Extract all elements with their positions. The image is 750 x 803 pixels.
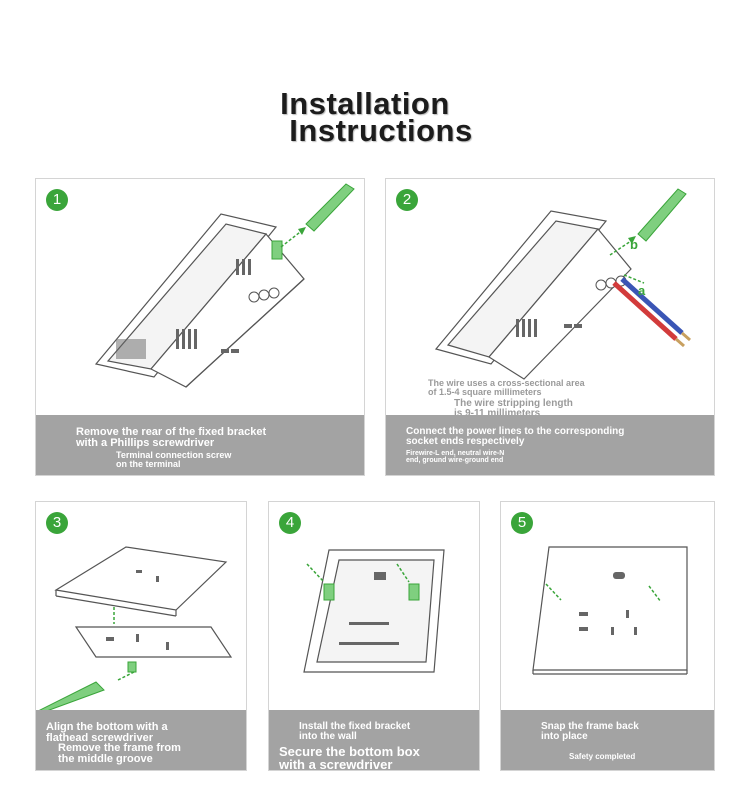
step-4-caption-sub: Secure the bottom box with a screwdriver bbox=[279, 744, 420, 772]
step-1-caption-sub: Terminal connection screw on the termina… bbox=[116, 450, 232, 469]
step-1-badge: 1 bbox=[46, 189, 68, 211]
title-line-2: Instructions bbox=[289, 113, 473, 148]
step-5-caption: Snap the frame back into place Safety co… bbox=[501, 710, 714, 770]
step-2-caption: Connect the power lines to the correspon… bbox=[386, 415, 714, 475]
step-3-caption-sub: Remove the frame from the middle groove bbox=[58, 742, 181, 765]
step-3-illustration bbox=[36, 546, 233, 712]
step-2-caption-sub: Firewire-L end, neutral wire-N end, grou… bbox=[406, 450, 505, 464]
label-b: b bbox=[630, 237, 638, 252]
step-5-caption-main: Snap the frame back into place bbox=[541, 721, 639, 742]
step-5-illustration bbox=[532, 546, 688, 675]
step-1-illustration bbox=[94, 183, 355, 388]
step-3-caption: Align the bottom with a flathead screwdr… bbox=[36, 710, 246, 770]
label-a: a bbox=[638, 283, 646, 298]
step-4-illustration bbox=[303, 549, 445, 673]
wire-strip-note: The wire stripping length is 9-11 millim… bbox=[454, 398, 573, 419]
step-1-caption: Remove the rear of the fixed bracket wit… bbox=[36, 415, 364, 475]
step-4-badge: 4 bbox=[279, 512, 301, 534]
step-3-card: 3 Align the bottom with a flathead screw… bbox=[35, 501, 247, 771]
title-line-1: Installation bbox=[280, 86, 450, 121]
step-2-card: 2 a b The wire uses a cross-sectional ar… bbox=[385, 178, 715, 476]
step-5-caption-sub: Safety completed bbox=[569, 752, 636, 761]
step-2-illustration bbox=[434, 188, 691, 380]
step-3-caption-main: Align the bottom with a flathead screwdr… bbox=[46, 721, 168, 744]
step-3-badge: 3 bbox=[46, 512, 68, 534]
step-2-badge: 2 bbox=[396, 189, 418, 211]
step-5-badge: 5 bbox=[511, 512, 533, 534]
step-5-card: 5 Snap the frame back into place Safety … bbox=[500, 501, 715, 771]
step-1-card: 1 Remove the rear of the fixed bracket w… bbox=[35, 178, 365, 476]
step-4-caption-main: Install the fixed bracket into the wall bbox=[299, 721, 411, 742]
step-1-caption-main: Remove the rear of the fixed bracket wit… bbox=[76, 426, 267, 449]
wire-area-note: The wire uses a cross-sectional area of … bbox=[428, 378, 585, 397]
step-4-card: 4 Install the fixed bracket into the wal… bbox=[268, 501, 480, 771]
step-2-caption-main: Connect the power lines to the correspon… bbox=[406, 426, 625, 447]
step-4-caption: Install the fixed bracket into the wall … bbox=[269, 710, 479, 772]
